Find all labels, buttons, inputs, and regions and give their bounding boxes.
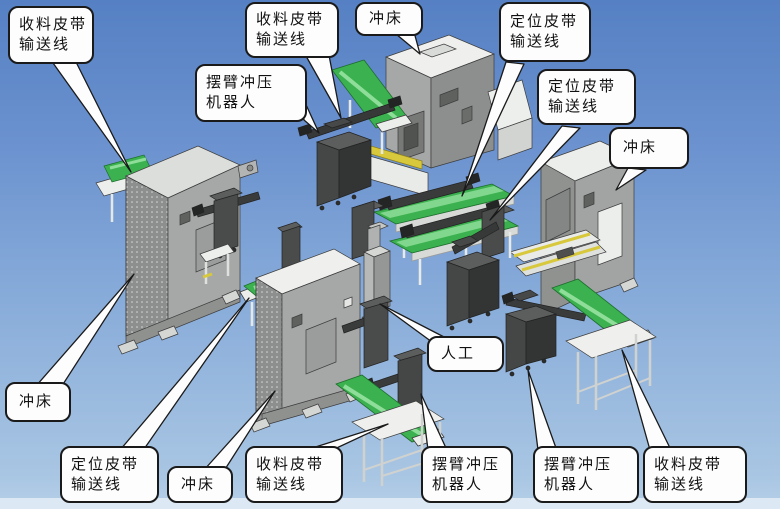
callout-positioning-conveyor-right-1: 定位皮带 输送线 (499, 2, 591, 62)
top-center-punch-press (355, 34, 533, 197)
callout-receiving-conveyor-bottom-center: 收料皮带 输送线 (245, 446, 343, 503)
left-press-swing-arm-robot (191, 187, 261, 284)
right-conveyor-table (565, 319, 657, 410)
callout-positioning-conveyor-right-2: 定位皮带 输送线 (537, 69, 636, 125)
callout-swing-arm-robot-bottom-2: 摆臂冲压 机器人 (533, 446, 639, 503)
callout-tail (615, 167, 647, 191)
callout-punch-press-bottom-left: 冲床 (5, 382, 71, 422)
callout-receiving-conveyor-top-left: 收料皮带 输送线 (8, 6, 94, 64)
callout-tail (47, 55, 132, 173)
callout-swing-arm-robot-top: 摆臂冲压 机器人 (195, 64, 307, 122)
callout-manual-station: 人工 (427, 336, 504, 372)
callout-punch-press-right: 冲床 (609, 127, 689, 169)
small-robot-left (277, 221, 303, 269)
left-punch-press (117, 145, 259, 355)
callout-tail (461, 61, 525, 197)
callout-tail (527, 369, 557, 451)
callout-tail (621, 349, 671, 451)
callout-tail (305, 49, 342, 119)
callout-swing-arm-robot-bottom-1: 摆臂冲压 机器人 (421, 446, 513, 503)
right-press-bolster-conveyor (509, 229, 607, 277)
callout-positioning-conveyor-bottom: 定位皮带 输送线 (60, 446, 159, 503)
callout-punch-press-bottom-center: 冲床 (167, 466, 233, 503)
center-swing-arm-robot (445, 221, 501, 331)
callout-tail (489, 125, 581, 221)
top-swing-arm-robot (297, 95, 403, 211)
mid-robot-rail (341, 295, 393, 369)
callout-leader-lines (35, 31, 671, 475)
right-swing-arm-robot (501, 289, 587, 377)
callout-receiving-conveyor-top-center: 收料皮带 输送线 (245, 2, 339, 58)
callout-receiving-conveyor-bottom-right: 收料皮带 输送线 (643, 446, 747, 503)
callout-tail (35, 273, 135, 393)
callout-punch-press-top: 冲床 (355, 2, 423, 36)
ground-band (0, 498, 780, 509)
